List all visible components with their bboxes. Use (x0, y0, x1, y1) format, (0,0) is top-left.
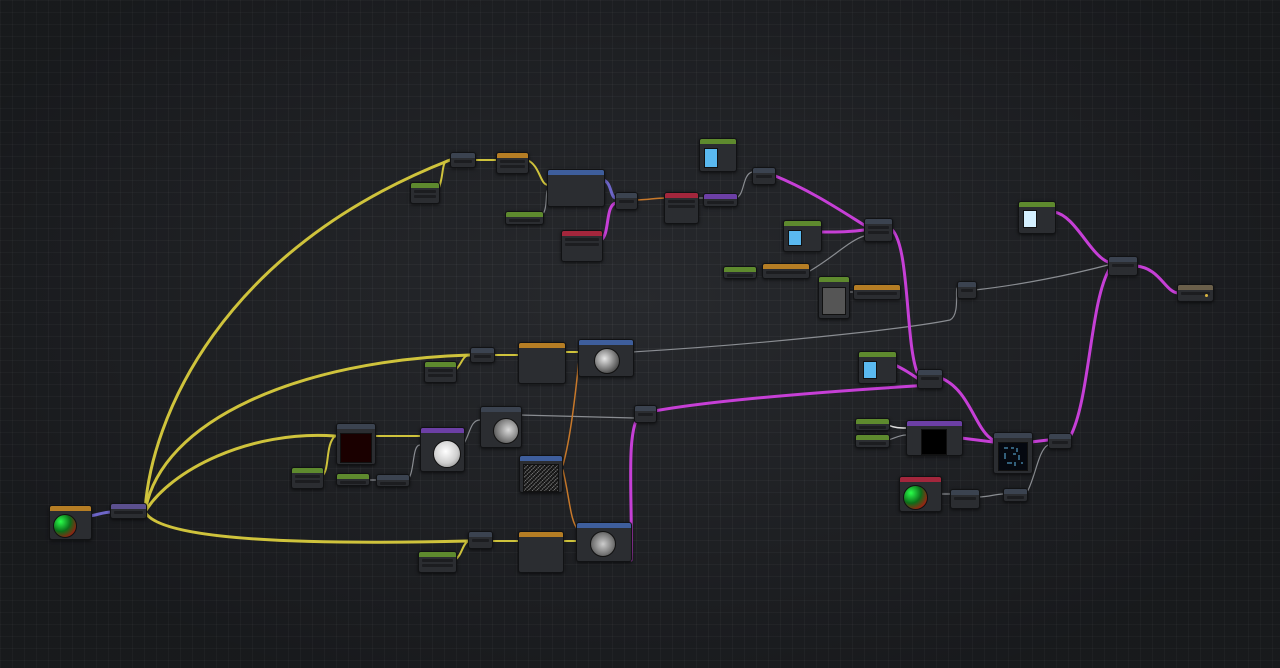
graph-node[interactable] (615, 192, 638, 210)
graph-node[interactable] (917, 369, 943, 389)
graph-node[interactable] (762, 263, 810, 279)
graph-node-preview[interactable] (783, 220, 822, 252)
graph-node[interactable] (664, 192, 699, 224)
wire (454, 354, 471, 371)
glyph-preview-icon (1004, 447, 1023, 466)
wire (1052, 210, 1110, 264)
graph-node-preview[interactable] (578, 339, 634, 377)
graph-node[interactable] (496, 152, 529, 174)
wire (888, 226, 919, 374)
wire (1068, 266, 1112, 439)
graph-node-preview[interactable] (906, 420, 963, 456)
wire (735, 171, 753, 199)
wire (887, 424, 907, 429)
graph-node-preview[interactable] (899, 476, 942, 512)
graph-node[interactable] (1048, 433, 1072, 449)
graph-node-preview[interactable] (519, 455, 563, 493)
graph-node[interactable] (1108, 256, 1138, 276)
graph-node[interactable] (450, 152, 476, 168)
wire (462, 419, 481, 446)
graph-node[interactable] (855, 434, 890, 448)
wire (635, 197, 666, 201)
graph-node-preview[interactable] (547, 169, 605, 207)
graph-node[interactable] (561, 230, 603, 262)
graph-node[interactable] (376, 474, 410, 487)
wire (143, 433, 337, 514)
wire (807, 235, 865, 273)
graph-node-preview[interactable] (993, 432, 1033, 474)
wire (771, 173, 866, 227)
graph-node[interactable] (410, 182, 440, 204)
graph-node-preview[interactable] (49, 505, 92, 540)
wire (143, 353, 472, 514)
graph-node[interactable] (703, 193, 738, 207)
graph-node[interactable] (634, 405, 657, 423)
wire (893, 363, 919, 380)
wire (974, 264, 1109, 291)
graph-node[interactable] (505, 211, 544, 225)
graph-node[interactable] (853, 284, 901, 300)
graph-node[interactable] (950, 489, 980, 509)
wire (939, 376, 995, 442)
wire (599, 201, 618, 242)
graph-node-preview[interactable] (1018, 201, 1056, 234)
graph-node[interactable] (752, 167, 776, 185)
wire (887, 434, 907, 441)
graph-node-preview[interactable] (480, 406, 522, 448)
graph-node[interactable] (957, 281, 977, 299)
graph-node[interactable] (291, 467, 324, 489)
graph-node[interactable] (110, 503, 147, 519)
graph-output-node[interactable] (1177, 284, 1214, 302)
graph-node-preview[interactable] (518, 531, 564, 573)
graph-node[interactable] (336, 473, 370, 486)
wire (1134, 264, 1180, 295)
wire (1029, 438, 1050, 444)
graph-node[interactable] (864, 218, 893, 242)
graph-node[interactable] (470, 347, 495, 363)
graph-node-preview[interactable] (420, 427, 465, 472)
graph-node-preview[interactable] (858, 351, 897, 384)
wire (959, 436, 995, 444)
wire (629, 383, 932, 562)
wire (562, 469, 579, 531)
wire (88, 510, 114, 518)
graph-node-preview[interactable] (699, 138, 737, 172)
wire (977, 493, 1004, 498)
wire (143, 510, 470, 544)
graph-node[interactable] (1003, 488, 1028, 502)
wire (818, 228, 866, 234)
graph-node[interactable] (723, 266, 757, 279)
wire (143, 158, 452, 514)
wire (407, 444, 421, 481)
graph-node-preview[interactable] (818, 276, 850, 319)
graph-node-preview[interactable] (336, 423, 376, 465)
graph-node[interactable] (418, 551, 457, 573)
wire (526, 159, 549, 186)
graph-node-preview[interactable] (518, 342, 566, 384)
wire (519, 414, 635, 419)
wire (1025, 444, 1049, 495)
graph-node[interactable] (424, 361, 457, 383)
graph-node[interactable] (855, 418, 890, 431)
wire (631, 287, 958, 353)
graph-node[interactable] (468, 531, 493, 549)
graph-node-preview[interactable] (576, 522, 632, 562)
